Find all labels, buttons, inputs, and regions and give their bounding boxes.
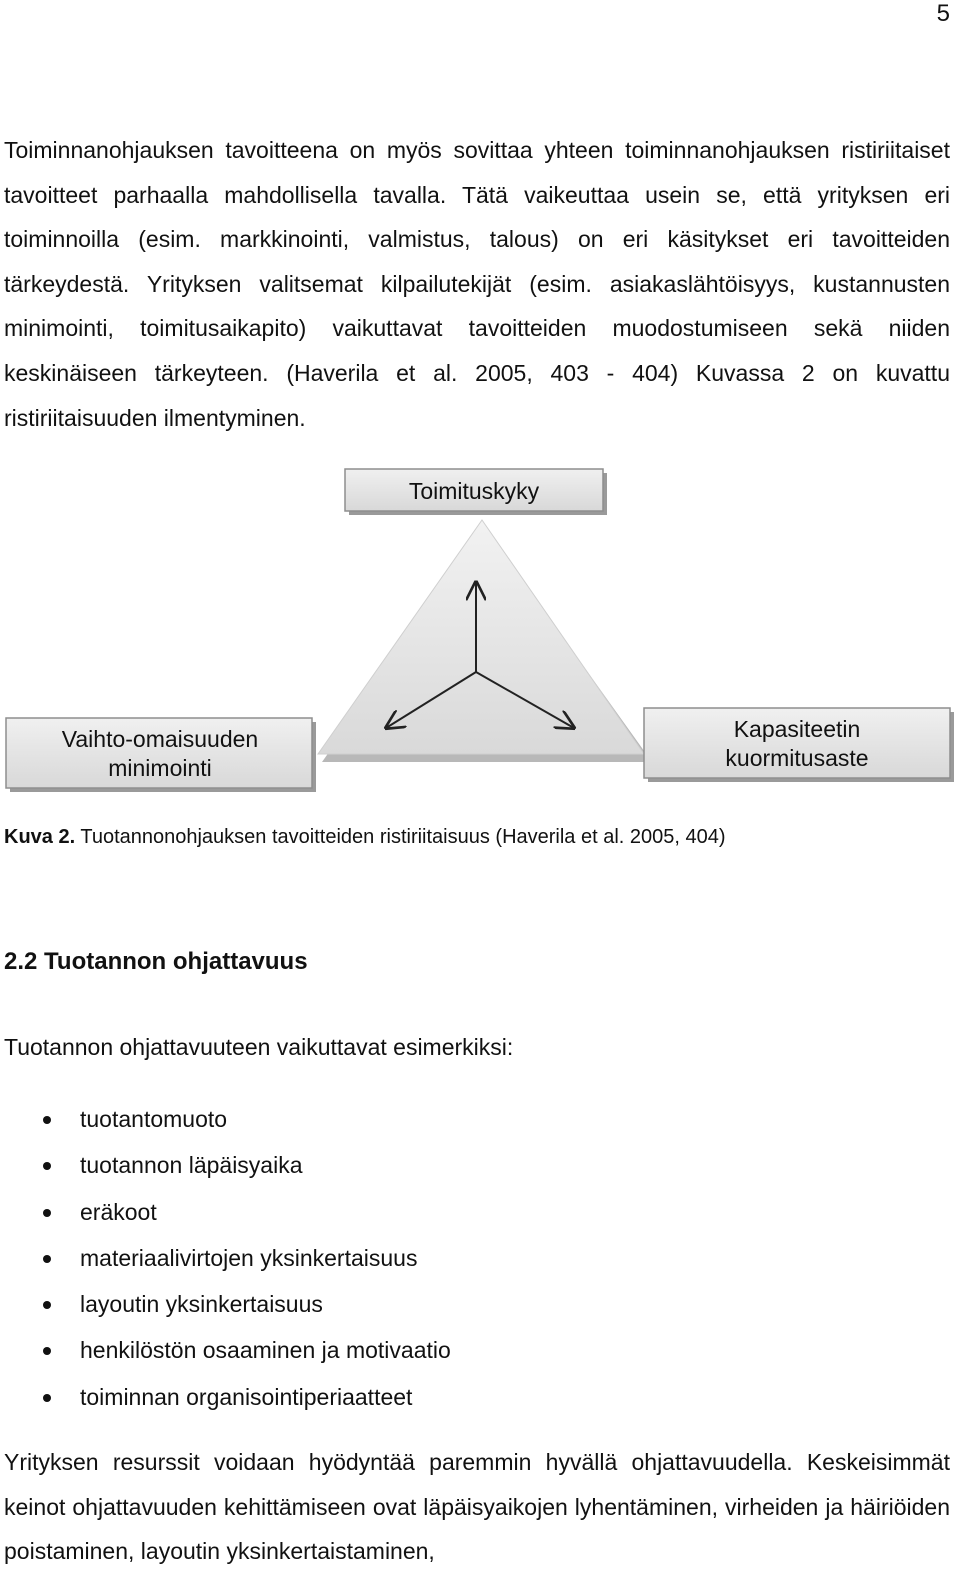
list-item: layoutin yksinkertaisuus <box>0 1281 451 1327</box>
triangle-shape <box>317 519 645 755</box>
body-paragraph-2: Yrityksen resurssit voidaan hyödyntää pa… <box>4 1449 950 1565</box>
bullet-icon <box>43 1162 51 1171</box>
left-box <box>5 717 313 789</box>
top-label: Toimituskyky <box>409 478 540 504</box>
caption-label: Kuva 2. <box>4 826 76 848</box>
bullet-icon <box>43 1116 51 1124</box>
list-item: eräkoot <box>0 1189 451 1235</box>
left-label-line1: Vaihto-omaisuuden <box>62 726 258 752</box>
bullet-icon <box>43 1393 51 1402</box>
caption-text: Tuotannonohjauksen tavoitteiden ristirii… <box>75 826 726 848</box>
body-paragraph-1: Toiminnanohjauksen tavoitteena on myös s… <box>4 137 950 431</box>
right-label-line1: Kapasiteetin <box>734 716 861 742</box>
section-intro: Tuotannon ohjattavuuteen vaikuttavat esi… <box>4 1034 514 1060</box>
page-number: 5 <box>936 0 950 27</box>
section-heading: 2.2 Tuotannon ohjattavuus <box>4 948 308 975</box>
bullet-icon <box>43 1301 51 1310</box>
list-item: tuotannon läpäisyaika <box>0 1142 451 1188</box>
figure-caption: Kuva 2. Tuotannonohjauksen tavoitteiden … <box>4 826 726 849</box>
bullet-icon <box>43 1347 51 1356</box>
list-item: tuotantomuoto <box>0 1096 451 1142</box>
list-item: henkilöstön osaaminen ja motivaatio <box>0 1327 451 1373</box>
right-box <box>643 707 951 779</box>
arrow-right <box>475 671 574 728</box>
bullet-list: tuotantomuoto tuotannon läpäisyaika eräk… <box>0 1096 451 1420</box>
arrow-left <box>386 671 477 728</box>
right-label-line2: kuormitusaste <box>725 745 868 771</box>
conflict-triangle-diagram: Toimituskyky Vaihto-omaisuuden minimoint… <box>5 468 954 792</box>
top-box <box>344 468 604 512</box>
list-item: toiminnan organisointiperiaatteet <box>0 1374 451 1420</box>
bullet-icon <box>43 1254 51 1263</box>
list-item: materiaalivirtojen yksinkertaisuus <box>0 1235 451 1281</box>
bullet-icon <box>43 1208 51 1217</box>
left-label-line2: minimointi <box>108 755 212 781</box>
